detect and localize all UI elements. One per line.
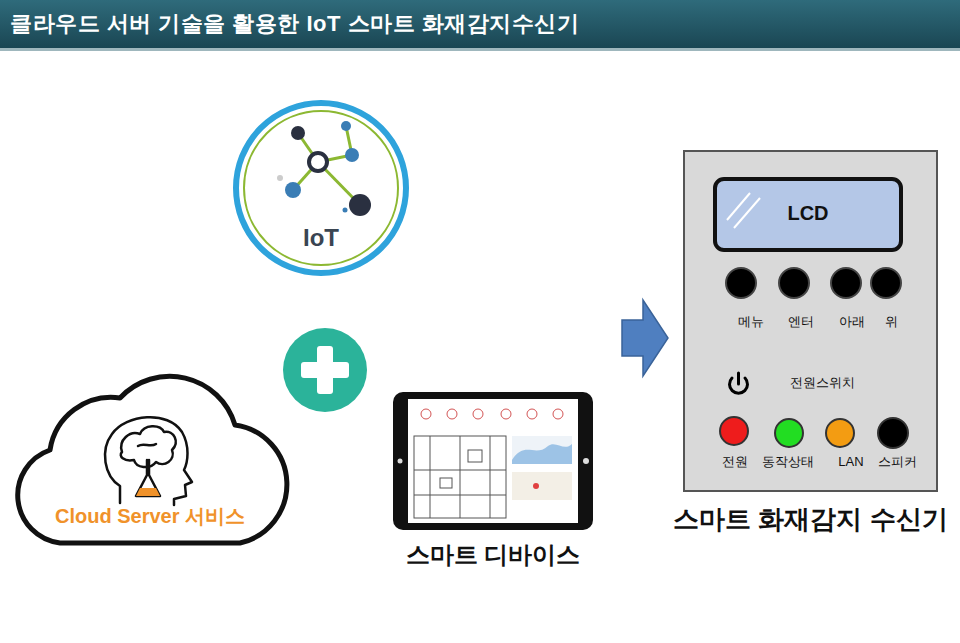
title-band — [0, 0, 960, 48]
iot-icon — [236, 103, 406, 273]
tablet-device — [393, 392, 593, 530]
node-label: LCD — [787, 202, 828, 225]
led-label: 스피커 — [878, 455, 917, 469]
device-node: 스마트 디바이스 — [393, 392, 593, 530]
button-label: 위 — [885, 315, 898, 329]
panel-buttons — [726, 268, 901, 298]
band-line — [0, 48, 960, 51]
iot-circle: IoT — [233, 100, 409, 276]
receiver-panel — [684, 151, 937, 491]
node-label: IoT — [303, 224, 339, 252]
power-symbol — [730, 373, 748, 393]
led-label: 동작상태 — [762, 455, 814, 469]
cloud-outline — [18, 376, 287, 543]
block-arrow — [622, 300, 668, 376]
led-label: LAN — [838, 455, 863, 469]
plus-icon — [283, 328, 367, 412]
cloud-node: Cloud Server 서비스 — [5, 375, 295, 545]
button-label: 엔터 — [788, 315, 814, 329]
title-text: 클라우드 서버 기술을 활용한 IoT 스마트 화재감지수신기 — [10, 9, 579, 39]
button-label: 메뉴 — [738, 315, 764, 329]
switch-label: 전원스위치 — [790, 376, 855, 390]
node-label: Cloud Server 서비스 — [55, 505, 245, 528]
node-label: 스마트 디바이스 — [406, 541, 581, 569]
lcd-display: LCD — [713, 177, 903, 252]
status-leds — [720, 417, 908, 448]
button-label: 아래 — [839, 315, 865, 329]
node-label: 스마트 화재감지 수신기 — [673, 505, 947, 535]
led-label: 전원 — [722, 455, 748, 469]
